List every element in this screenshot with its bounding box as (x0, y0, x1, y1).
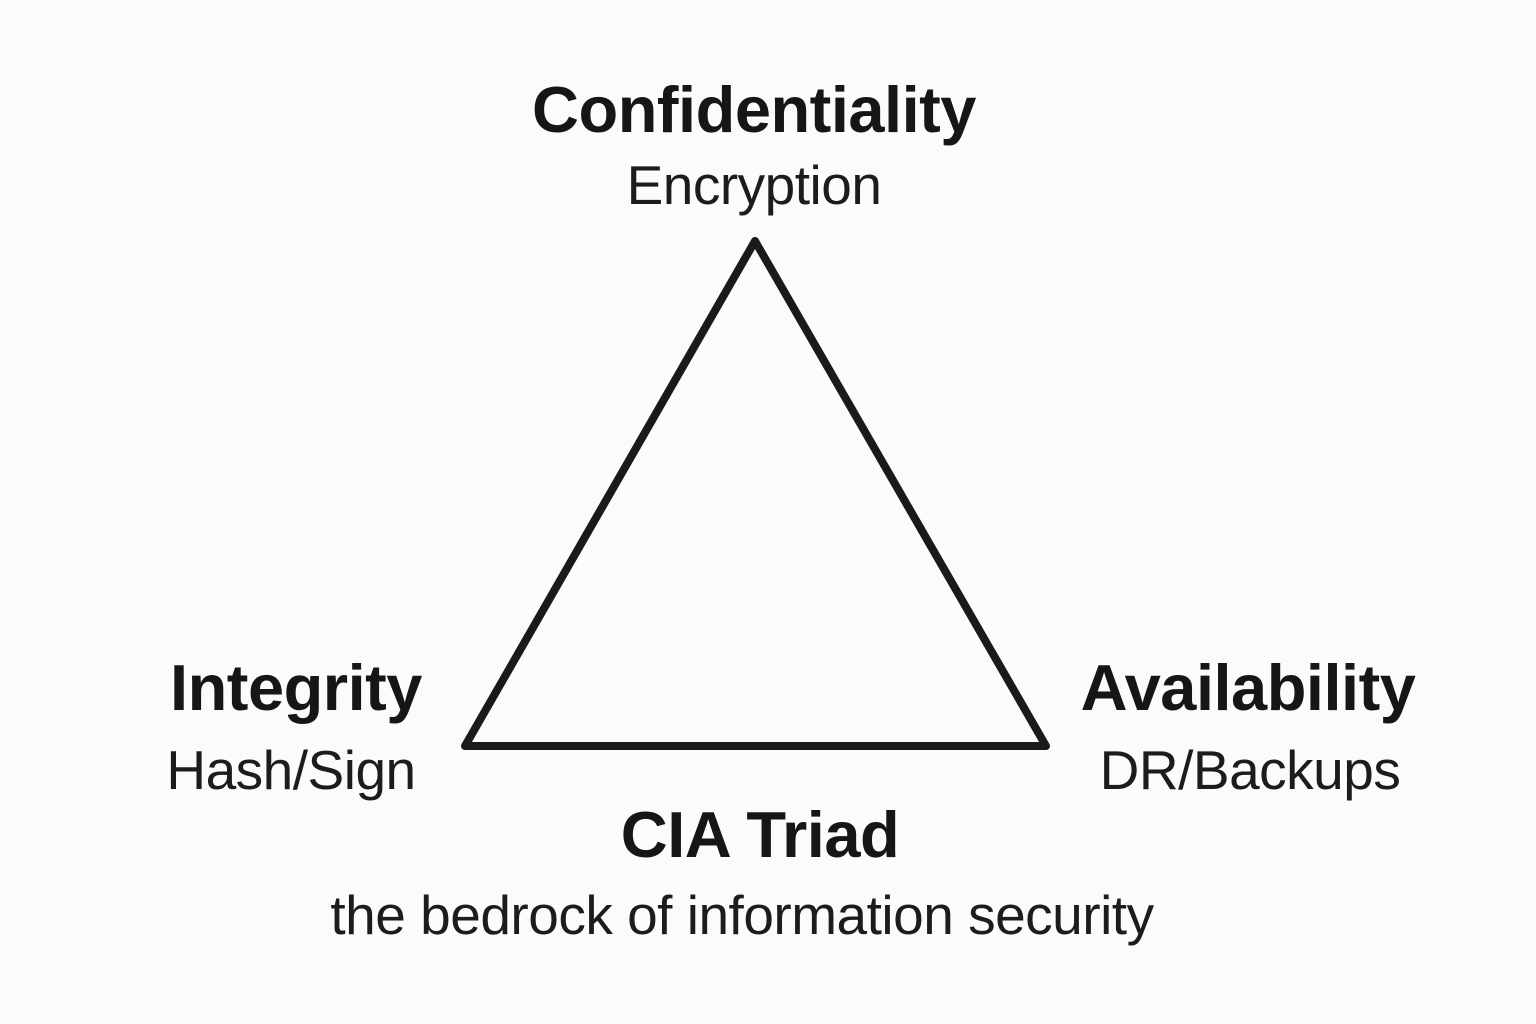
diagram-subtitle: the bedrock of information security (330, 884, 1154, 946)
diagram-title: CIA Triad (620, 798, 900, 871)
vertex-sublabel-hash-sign: Hash/Sign (166, 739, 416, 801)
vertex-label-confidentiality: Confidentiality (532, 73, 976, 146)
triangle-outline (461, 237, 1050, 750)
vertex-label-availability: Availability (1080, 651, 1416, 724)
vertex-label-integrity: Integrity (170, 651, 422, 724)
vertex-sublabel-dr-backups: DR/Backups (1099, 739, 1401, 801)
vertex-sublabel-encryption: Encryption (626, 154, 882, 216)
